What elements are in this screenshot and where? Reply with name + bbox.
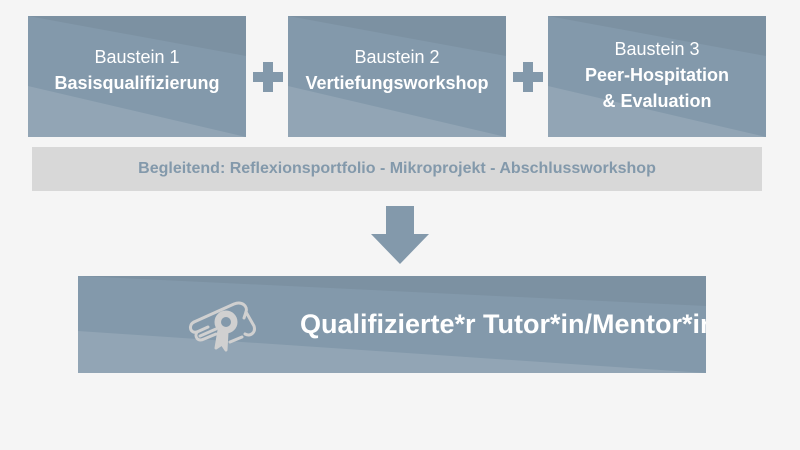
module-box-1: Baustein 1 Basisqualifizierung	[28, 16, 246, 137]
module-number: Baustein 3	[614, 39, 700, 59]
accompanying-bar: Begleitend: Reflexionsportfolio - Mikrop…	[32, 147, 762, 191]
module-title: Peer-Hospitation	[584, 65, 730, 85]
module-title: Vertiefungsworkshop	[305, 73, 489, 93]
certificate-icon	[188, 301, 256, 352]
module-number: Baustein 2	[354, 47, 440, 67]
accompanying-text: Begleitend: Reflexionsportfolio - Mikrop…	[138, 160, 656, 177]
module-title-line-2: & Evaluation	[602, 91, 712, 111]
result-box: Qualifizierte*r Tutor*in/Mentor*in	[78, 276, 706, 373]
module-box-2: Baustein 2 Vertiefungsworkshop	[288, 16, 506, 137]
module-box-3: Baustein 3 Peer-Hospitation & Evaluation	[548, 16, 766, 137]
result-label: Qualifizierte*r Tutor*in/Mentor*in	[300, 309, 706, 339]
plus-icon	[253, 62, 283, 92]
module-title: Basisqualifizierung	[54, 73, 220, 93]
module-number: Baustein 1	[94, 47, 180, 67]
plus-icon	[513, 62, 543, 92]
down-arrow-icon	[371, 206, 429, 264]
